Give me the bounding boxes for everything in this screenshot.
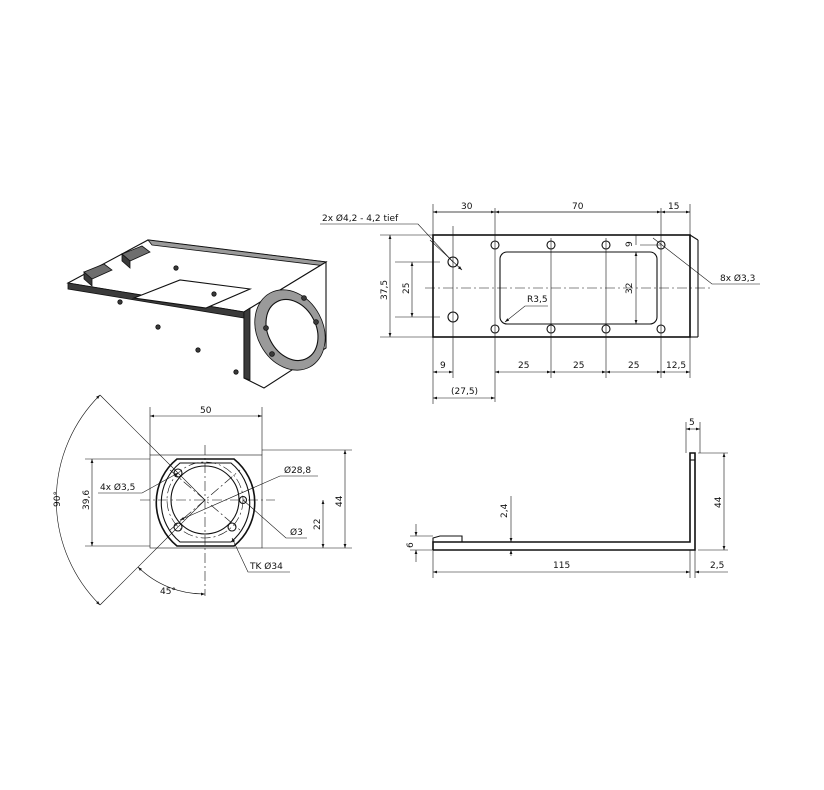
- note-8x-holes: 8x Ø3,3: [720, 273, 755, 284]
- iso-hole: [301, 295, 307, 301]
- flange-hole: [173, 522, 183, 532]
- iso-hole: [233, 369, 239, 375]
- leader-bore: [179, 475, 318, 521]
- iso-hole: [211, 291, 217, 297]
- dim-115: 115: [553, 561, 570, 571]
- iso-hole: [313, 319, 319, 325]
- front-outline: [155, 458, 256, 547]
- dim-25-vertical: 25: [402, 283, 412, 294]
- leader-pitch-circle: [231, 537, 290, 573]
- dim-2-4: 2,4: [500, 503, 510, 518]
- dim-27-5: (27,5): [451, 387, 478, 397]
- dim-44-side: 44: [714, 496, 724, 508]
- front-bounding-box: [149, 454, 263, 549]
- iso-flange-edge: [243, 307, 251, 381]
- angle-45: 45°: [160, 587, 176, 597]
- radius-label: R3,5: [527, 295, 548, 305]
- dim-25-a: 25: [518, 361, 529, 371]
- dim-25-b: 25: [573, 361, 584, 371]
- leader-radius: [504, 305, 548, 323]
- dim-5: 5: [689, 418, 695, 428]
- dim-small-hole: Ø3: [290, 527, 303, 538]
- iso-hole: [173, 265, 179, 271]
- dim-12-5: 12,5: [666, 361, 686, 371]
- top-outline: [432, 234, 691, 338]
- iso-slot: [131, 279, 253, 309]
- flange-hole-small: [238, 495, 248, 505]
- angle-45-arc: [137, 566, 206, 596]
- dim-39-6: 39,6: [82, 490, 92, 510]
- dim-6: 6: [406, 542, 416, 548]
- angle-90: 90°: [53, 491, 63, 507]
- dim-37-5: 37,5: [380, 280, 390, 300]
- flange-hole: [227, 522, 237, 532]
- dim-bore: Ø28,8: [284, 465, 311, 476]
- dim-70: 70: [572, 202, 584, 212]
- dim-2-5: 2,5: [710, 561, 724, 571]
- dim-50: 50: [200, 406, 212, 416]
- dim-25-c: 25: [628, 361, 639, 371]
- top-view: 30 70 15 2x Ø4,2 - 4,2 tief 8x Ø3,3 37,5…: [320, 202, 760, 404]
- front-inner-outline: [160, 462, 251, 543]
- iso-hole: [263, 325, 269, 331]
- side-block: [432, 535, 463, 542]
- note-4x-holes: 4x Ø3,5: [100, 482, 135, 493]
- front-diagonal-centerline: [169, 469, 241, 531]
- dim-22: 22: [313, 519, 323, 530]
- dim-30: 30: [461, 202, 473, 212]
- front-diagonal-centerline: [169, 469, 241, 531]
- dim-15: 15: [668, 202, 679, 212]
- front-view: 50 4x Ø3,5 Ø28,8 Ø3 39,6 44 22 90° 45° T…: [53, 394, 352, 606]
- iso-hole: [195, 347, 201, 353]
- pitch-circle-label: TK Ø34: [249, 561, 283, 572]
- iso-hole: [269, 351, 275, 357]
- note-blind-holes: 2x Ø4,2 - 4,2 tief: [322, 213, 399, 224]
- isometric-view: [66, 239, 328, 389]
- leader-blind-holes: [320, 223, 454, 263]
- dim-44: 44: [335, 495, 345, 507]
- iso-block-side: [121, 253, 131, 269]
- iso-block-side: [83, 271, 93, 287]
- iso-flange-opening: [265, 299, 319, 361]
- side-view: 5 44 2,4 6 115 2,5: [406, 418, 728, 578]
- dim-9-vertical: 9: [625, 241, 635, 247]
- iso-hole: [117, 299, 123, 305]
- leader-4x-holes: [98, 472, 179, 494]
- iso-hole: [155, 324, 161, 330]
- dim-32: 32: [625, 283, 635, 294]
- leader-8x-holes: [652, 237, 760, 285]
- dim-9-horizontal: 9: [440, 361, 446, 371]
- side-outline: [432, 452, 696, 551]
- leader-small-hole: [242, 499, 307, 539]
- angle-90-arc: [56, 394, 101, 606]
- top-flange-edge: [689, 234, 699, 241]
